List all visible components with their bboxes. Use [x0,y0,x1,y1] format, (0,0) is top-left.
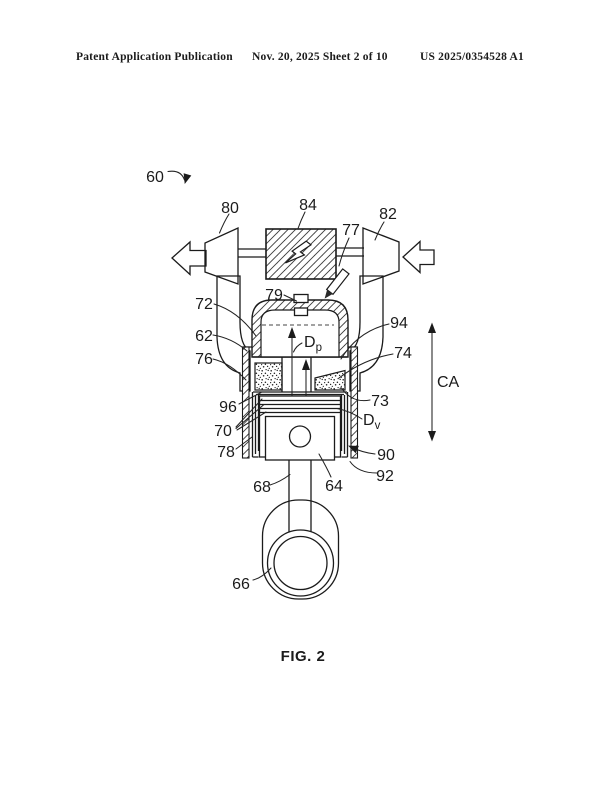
dp-arrow [288,327,296,397]
exhaust-duct [204,226,251,392]
ref-label-70: 70 [214,423,232,440]
ref-label-73: 73 [371,393,389,410]
dv-arrow [302,359,310,397]
intake-flow-arrow [402,240,435,274]
ref-label-76: 76 [195,351,213,368]
ref-label-60: 60 [146,169,164,186]
ref-label-74: 74 [394,345,412,362]
page-header: Patent Application Publication Nov. 20, … [0,51,612,67]
dim-label-ca: CA [437,374,460,391]
intake-duct [349,227,400,392]
left-port-block [254,362,283,391]
ref-label-78: 78 [217,444,235,461]
ref-label-82: 82 [379,206,397,223]
right-port-block [314,369,346,391]
publication-kind: Patent Application Publication [76,51,233,63]
ref-label-62: 62 [195,328,213,345]
ref-label-90: 90 [377,447,395,464]
ref-label-80: 80 [221,200,239,217]
journal-inner [273,535,328,591]
wrist-pin [288,425,312,448]
ref-label-64: 64 [325,478,343,495]
ref-label-68: 68 [253,479,271,496]
ca-span-arrow [428,322,436,442]
fuel-injector [324,268,350,299]
ref-label-92: 92 [376,468,394,485]
combustion-chamber [251,293,349,358]
chamber-clip-inner [293,307,309,317]
ref-label-84: 84 [299,197,317,214]
publication-number: US 2025/0354528 A1 [420,51,524,63]
ref-label-94: 94 [390,315,408,332]
piston [258,395,342,461]
piston-rings [259,399,341,414]
ref-label-79: 79 [265,287,283,304]
cylinder-block [241,346,359,459]
ref-label-72: 72 [195,296,213,313]
figure-caption: FIG. 2 [281,648,326,665]
dim-label-dv: Dv [363,412,381,432]
chamber-clip-outer [293,293,309,304]
ref-label-77: 77 [342,222,360,239]
dim-label-dp: Dp [304,334,322,354]
spark-bolt-icon [285,240,312,264]
ref-label-66: 66 [232,576,250,593]
leader-lines [167,170,394,581]
date-sheet: Nov. 20, 2025 Sheet 2 of 10 [252,51,388,63]
connecting-rod [288,459,312,532]
manifold-rails [238,247,364,258]
ref-label-96: 96 [219,399,237,416]
ignition-module [265,228,337,280]
exhaust-flow-arrow [171,240,207,276]
